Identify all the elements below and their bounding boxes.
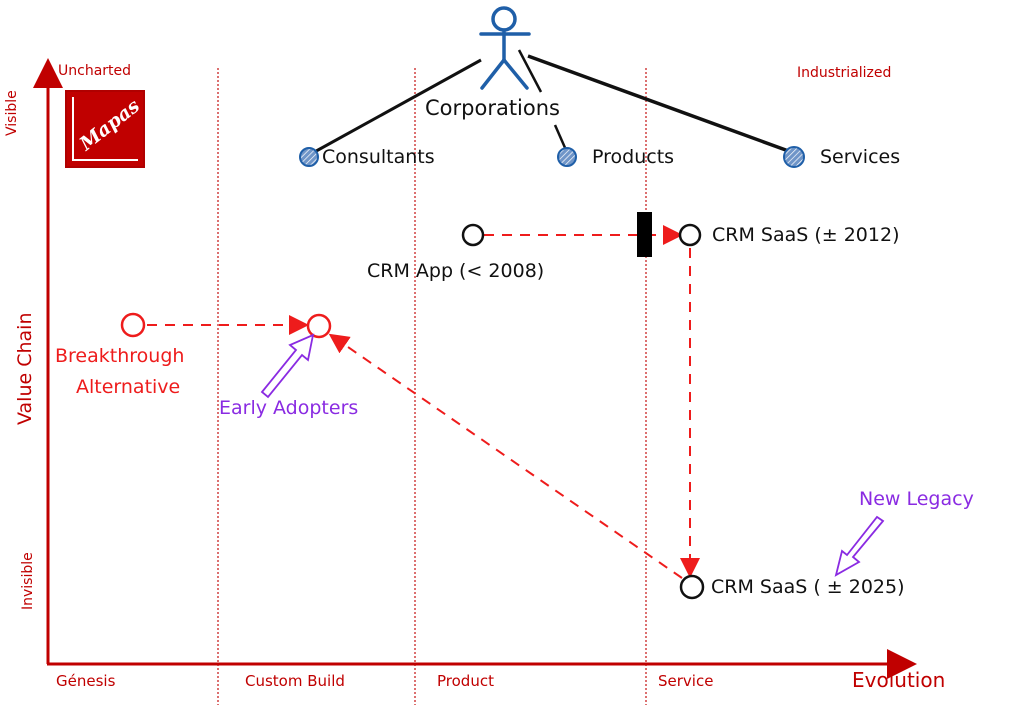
need-node-services[interactable] — [783, 146, 805, 168]
need-node-consultants[interactable] — [299, 147, 319, 167]
stage-label-product: Product — [437, 672, 494, 690]
need-label-products[interactable]: Products — [592, 146, 675, 168]
need-label-consultants[interactable]: Consultants — [322, 146, 435, 168]
evolve-arrow-saas-2025-to-early — [328, 333, 683, 579]
component-label-breakthrough-line1[interactable]: Breakthrough — [55, 345, 185, 367]
component-node-early-adopters[interactable] — [306, 313, 332, 339]
corner-label-uncharted: Uncharted — [58, 63, 132, 79]
component-node-crm-saas-2025[interactable] — [679, 574, 705, 600]
annotation-early-adopters: Early Adopters — [219, 397, 359, 419]
mapas-logo: Mapas — [65, 90, 145, 168]
y-axis-title: Value Chain — [14, 312, 36, 426]
user-label-corporations[interactable]: Corporations — [425, 96, 560, 120]
early-adopters-pointer-icon — [260, 333, 315, 399]
need-node-products[interactable] — [557, 147, 577, 167]
inertia-bar — [637, 212, 652, 257]
corner-label-industrialized: Industrialized — [797, 65, 892, 81]
y-axis-label-visible: Visible — [4, 90, 20, 136]
link-user-products-upper — [517, 49, 543, 93]
link-user-consultants — [308, 58, 482, 157]
component-label-breakthrough-line2[interactable]: Alternative — [76, 376, 181, 398]
stage-label-custom-build: Custom Build — [245, 672, 345, 690]
component-label-crm-saas-2012[interactable]: CRM SaaS (± 2012) — [712, 224, 900, 246]
link-user-services — [527, 54, 795, 155]
need-label-services[interactable]: Services — [820, 146, 901, 168]
link-user-products-lower — [553, 124, 568, 151]
component-label-crm-app[interactable]: CRM App (< 2008) — [367, 260, 545, 282]
component-node-crm-saas-2012[interactable] — [678, 223, 702, 247]
user-figure-icon — [479, 6, 531, 90]
component-node-breakthrough[interactable] — [120, 312, 146, 338]
x-axis-title: Evolution — [852, 668, 946, 692]
component-node-crm-app[interactable] — [461, 223, 485, 247]
y-axis-label-invisible: Invisible — [20, 552, 36, 610]
component-label-crm-saas-2025[interactable]: CRM SaaS ( ± 2025) — [711, 576, 905, 598]
stage-label-genesis: Génesis — [56, 672, 116, 690]
new-legacy-pointer-icon — [834, 515, 885, 577]
stage-label-service: Service — [658, 672, 714, 690]
annotation-new-legacy: New Legacy — [859, 488, 974, 510]
